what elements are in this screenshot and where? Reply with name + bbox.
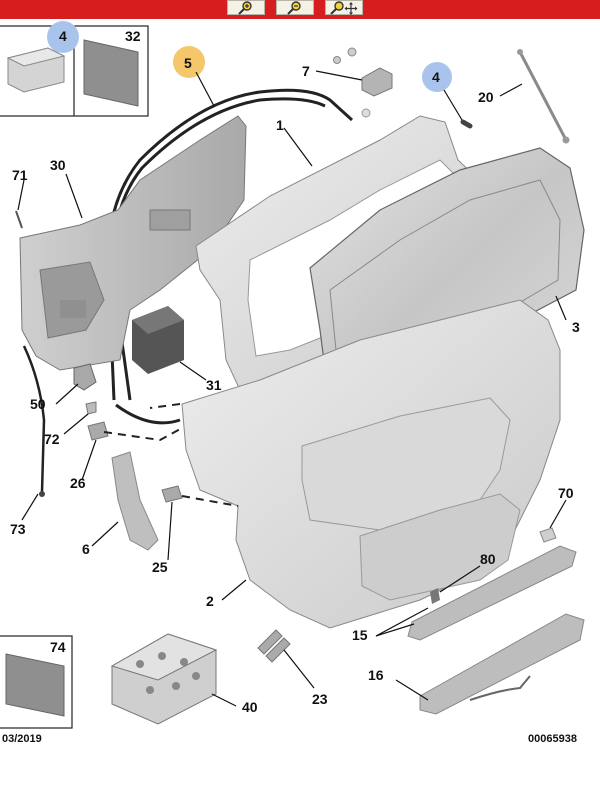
- highlight-circle: [47, 21, 79, 53]
- label-16: 16: [368, 667, 384, 683]
- label-71: 71: [12, 167, 28, 183]
- label-4-inset: 4: [59, 28, 67, 44]
- label-7: 7: [302, 63, 310, 79]
- assembly-dashes: [103, 403, 239, 507]
- part-labels: 4 32 5 7 4 20 1 71 30 3 31 50 72 26 73 6…: [10, 28, 580, 715]
- part-70[interactable]: [539, 527, 557, 543]
- label-2: 2: [206, 593, 214, 609]
- part-31[interactable]: [132, 306, 184, 374]
- part-2-tailgate-lower[interactable]: [181, 299, 561, 629]
- label-80: 80: [480, 551, 496, 567]
- zoom-out-icon: [287, 0, 301, 15]
- part-40[interactable]: [110, 633, 218, 725]
- part-4-inset[interactable]: [6, 47, 66, 93]
- label-74: 74: [50, 639, 66, 655]
- part-4-stud[interactable]: [422, 62, 473, 129]
- label-23: 23: [312, 691, 328, 707]
- part-6[interactable]: [111, 451, 159, 551]
- label-72: 72: [44, 431, 60, 447]
- part-73[interactable]: [22, 345, 46, 493]
- zoom-pan-button[interactable]: [325, 0, 363, 15]
- part-16[interactable]: [419, 613, 585, 715]
- zoom-pan-icon: [330, 0, 358, 15]
- label-25: 25: [152, 559, 168, 575]
- part-32[interactable]: [83, 39, 139, 107]
- inset-bottom-left: [0, 635, 73, 729]
- parts-diagram: 4 32 5 7 4 20 1 71 30 3 31 50 72 26 73 6…: [0, 21, 585, 745]
- part-73-end: [39, 491, 45, 497]
- revision-date: 03/2019: [2, 733, 42, 745]
- zoom-in-button[interactable]: [227, 0, 265, 15]
- label-32: 32: [125, 28, 141, 44]
- highlight-circle: [173, 46, 205, 78]
- part-30[interactable]: [19, 115, 247, 371]
- zoom-out-button[interactable]: [276, 0, 314, 15]
- label-15: 15: [352, 627, 368, 643]
- label-4-stud: 4: [432, 69, 440, 85]
- inset-top-left: [0, 21, 149, 117]
- part-25[interactable]: [161, 485, 183, 503]
- label-20: 20: [478, 89, 494, 105]
- part-72[interactable]: [85, 401, 97, 415]
- part-26[interactable]: [87, 421, 109, 441]
- part-15[interactable]: [407, 545, 577, 641]
- part-74[interactable]: [5, 653, 65, 717]
- part-23[interactable]: [257, 629, 291, 663]
- toolbar: [0, 0, 600, 19]
- label-1: 1: [276, 117, 284, 133]
- leader-lines: [17, 70, 567, 707]
- zoom-in-icon: [238, 0, 252, 15]
- label-50: 50: [30, 396, 46, 412]
- label-30: 30: [50, 157, 66, 173]
- part-71[interactable]: [15, 210, 23, 229]
- label-73: 73: [10, 521, 26, 537]
- label-70: 70: [558, 485, 574, 501]
- diagram-reference: 00065938: [528, 733, 577, 745]
- label-31: 31: [206, 377, 222, 393]
- part-50[interactable]: [73, 363, 97, 391]
- label-40: 40: [242, 699, 258, 715]
- part-20[interactable]: [517, 49, 570, 144]
- part-80[interactable]: [430, 588, 440, 604]
- label-5: 5: [184, 55, 192, 71]
- label-6: 6: [82, 541, 90, 557]
- label-3: 3: [572, 319, 580, 335]
- part-7[interactable]: [333, 47, 393, 118]
- label-26: 26: [70, 475, 86, 491]
